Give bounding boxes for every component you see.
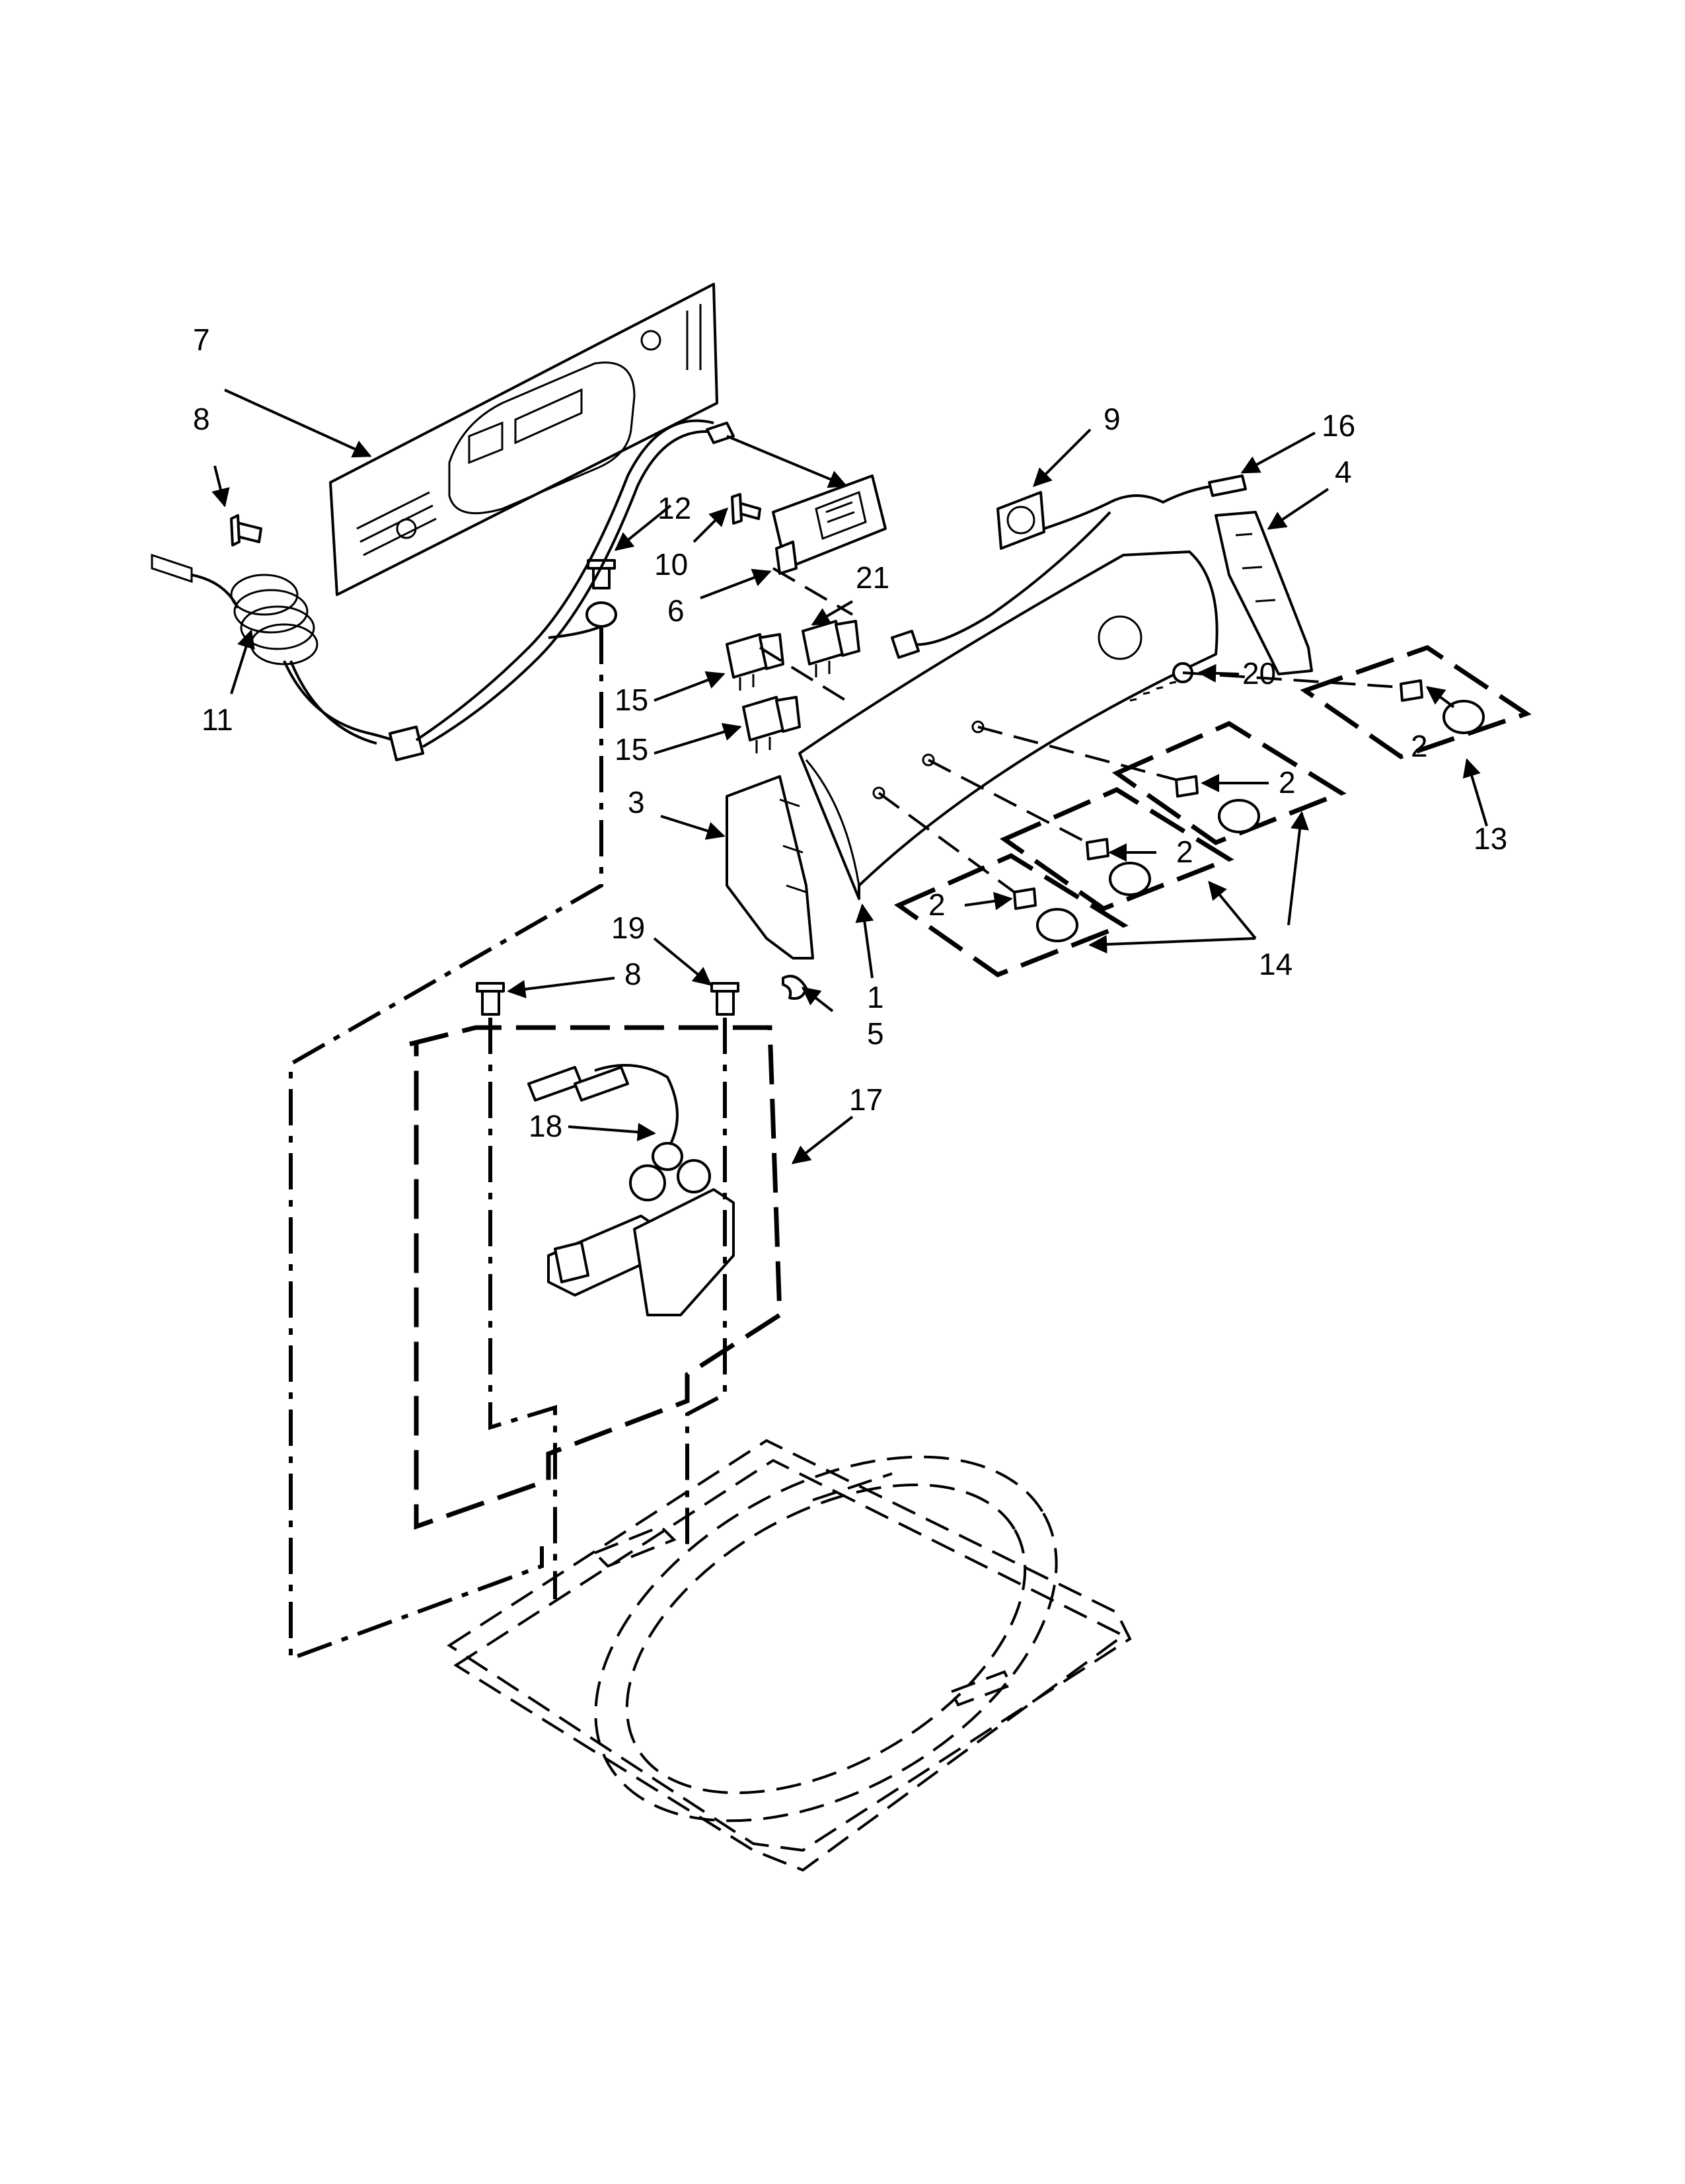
wire-harness-16: [891, 474, 1247, 659]
knob-group-14-left: [893, 853, 1129, 977]
cabinet-top: [447, 1439, 1132, 1872]
callout-15-lower: 15: [615, 732, 648, 767]
screw-19: [710, 982, 739, 1016]
callout-2-knob-middle: 2: [1176, 835, 1193, 869]
callout-5: 5: [867, 1016, 884, 1051]
callout-labels: 7 8 12 10 6 11 21 9 16 4 20 15 15 3 2 2 …: [193, 322, 1507, 1143]
console-rear-panel: [329, 283, 718, 596]
callout-8-lower: 8: [624, 957, 642, 991]
control-console: [798, 550, 1218, 900]
callout-16: 16: [1322, 408, 1355, 443]
console-end-cap-right: [1215, 511, 1313, 675]
callout-4: 4: [1335, 455, 1352, 489]
leader-lines: [211, 389, 1488, 1164]
callout-2-knob-left: 2: [928, 887, 946, 922]
callout-2-knob13: 2: [1411, 729, 1428, 763]
callout-2-knob-right: 2: [1279, 765, 1296, 800]
callout-1: 1: [867, 980, 884, 1014]
callout-8-top: 8: [193, 402, 210, 436]
callout-6: 6: [667, 593, 685, 628]
assembly-lines: [289, 628, 727, 1662]
callout-10: 10: [654, 547, 688, 582]
switch-15-lower: [742, 696, 801, 753]
wire-harness: [415, 419, 735, 748]
callout-15-upper: 15: [615, 683, 648, 717]
knob-group-13: [1300, 645, 1532, 759]
electronic-control: [772, 474, 887, 575]
callout-17: 17: [849, 1082, 883, 1117]
callout-19: 19: [611, 911, 645, 945]
callout-12: 12: [657, 491, 691, 525]
callout-20: 20: [1242, 656, 1276, 691]
screw-8-top: [230, 514, 262, 546]
callout-7: 7: [193, 322, 210, 357]
callout-9: 9: [1104, 402, 1121, 436]
water-inlet-assembly-17: [409, 1025, 782, 1530]
screw-10: [731, 493, 761, 525]
callout-14: 14: [1259, 947, 1292, 981]
clip-5: [782, 975, 807, 1000]
screw-8-lower: [476, 982, 505, 1016]
callout-11: 11: [202, 702, 233, 737]
power-cord: [151, 553, 424, 761]
knob-group-14-middle: [999, 787, 1234, 911]
callout-13: 13: [1474, 821, 1507, 856]
callout-21: 21: [856, 560, 889, 595]
timer-9: [996, 491, 1045, 550]
callout-3: 3: [628, 785, 645, 819]
alignment-lines-upper: [759, 567, 1402, 893]
knob-group-14-right: [1111, 721, 1347, 845]
callout-18: 18: [529, 1109, 562, 1143]
water-valve: [547, 1159, 735, 1316]
switch-15-upper: [726, 633, 784, 691]
console-end-cap-left: [726, 775, 814, 960]
inlet-hose-18: [527, 1064, 683, 1171]
switch-21: [802, 620, 860, 677]
